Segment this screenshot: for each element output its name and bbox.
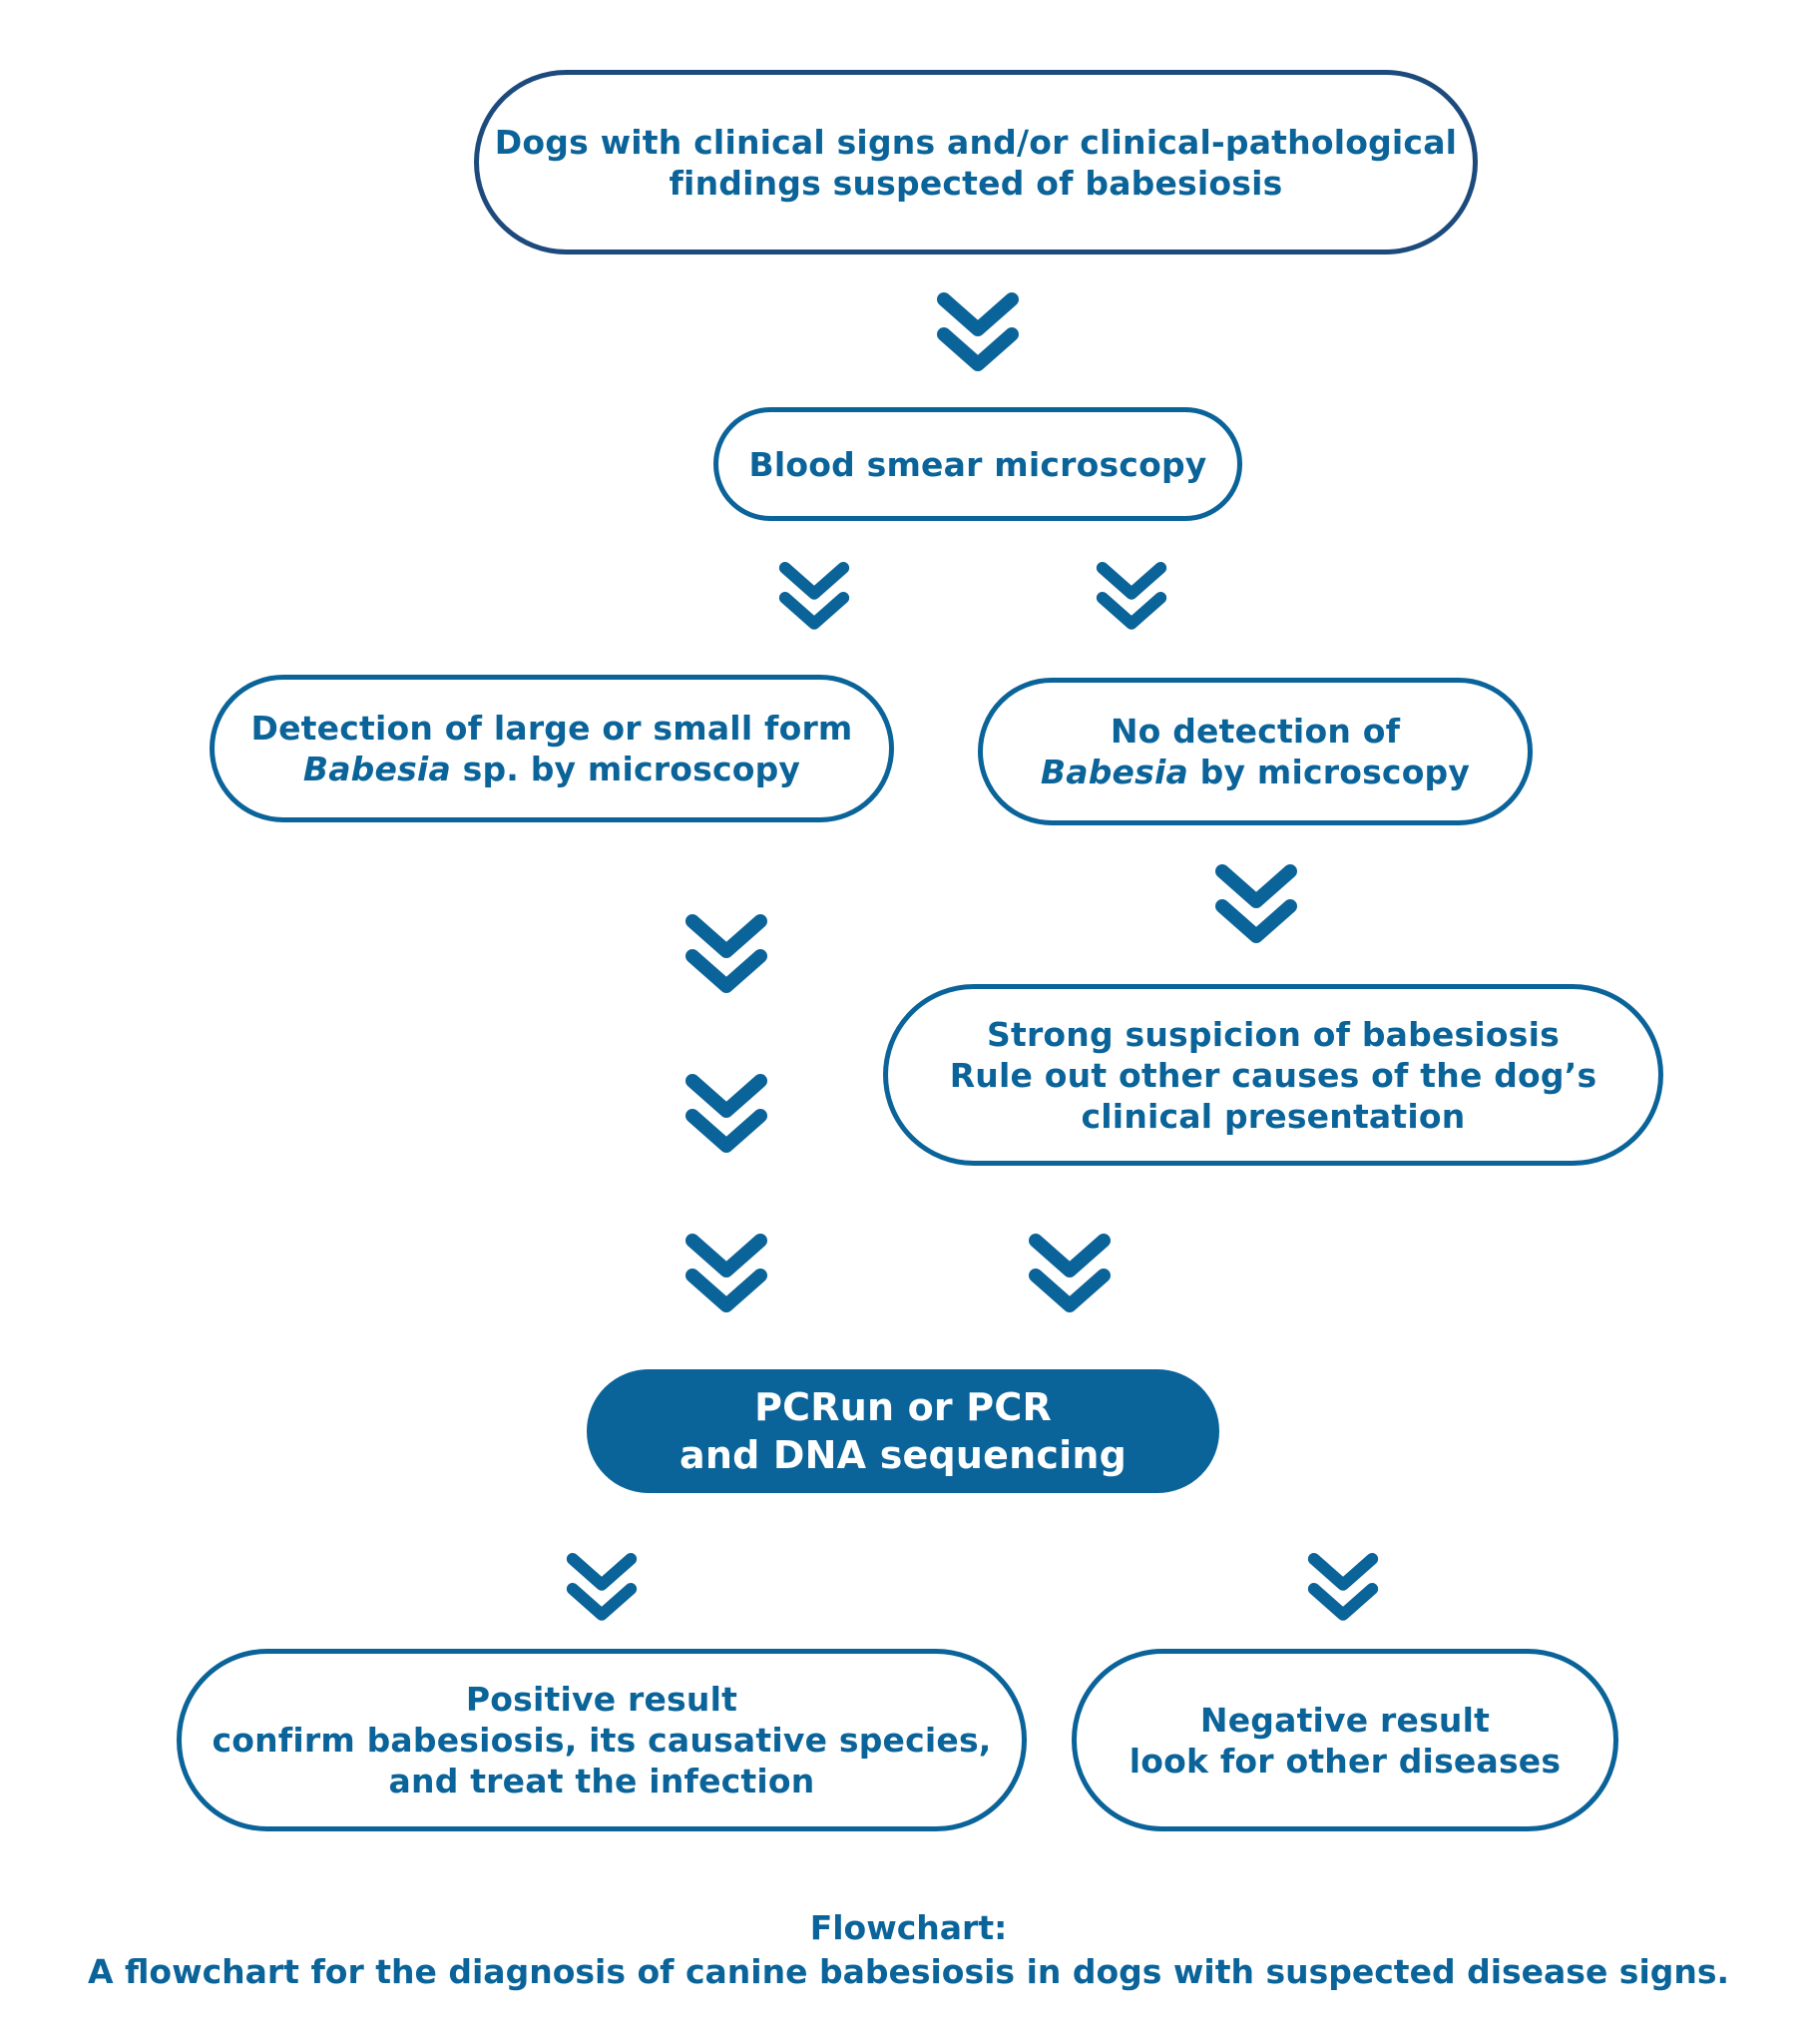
- start-node-line-1: Dogs with clinical signs and/or clinical…: [494, 122, 1458, 162]
- figure-caption: Flowchart: A flowchart for the diagnosis…: [0, 1906, 1817, 1994]
- double-chevron-down-icon: [778, 562, 850, 630]
- no-detection-line-2-rest: by microscopy: [1187, 753, 1471, 791]
- positive-result-line-1: confirm babesiosis, its causative specie…: [212, 1721, 992, 1760]
- start-node-line-2: findings suspected of babesiosis: [669, 163, 1283, 203]
- blood-smear-node: Blood smear microscopy: [713, 407, 1242, 521]
- positive-result-node: Positive result confirm babesiosis, its …: [177, 1649, 1027, 1831]
- double-chevron-down-icon: [937, 292, 1019, 371]
- suspicion-line-1: Strong suspicion of babesiosis: [987, 1014, 1560, 1054]
- double-chevron-down-icon: [685, 914, 767, 993]
- double-chevron-down-icon: [1096, 562, 1167, 630]
- pcr-node: PCRun or PCR and DNA sequencing: [587, 1369, 1219, 1493]
- positive-result-title: Positive result: [465, 1680, 738, 1719]
- negative-result-line-1: look for other diseases: [1129, 1741, 1562, 1781]
- no-detection-line-1: No detection of: [1110, 712, 1401, 751]
- suspicion-node: Strong suspicion of babesiosis Rule out …: [883, 984, 1663, 1166]
- negative-result-node: Negative result look for other diseases: [1072, 1649, 1618, 1831]
- positive-result-line-2: and treat the infection: [388, 1762, 815, 1800]
- double-chevron-down-icon: [1215, 864, 1297, 943]
- negative-result-title: Negative result: [1199, 1700, 1491, 1740]
- double-chevron-down-icon: [1307, 1553, 1379, 1621]
- double-chevron-down-icon: [685, 1234, 767, 1312]
- caption-title: Flowchart:: [809, 1908, 1008, 1947]
- double-chevron-down-icon: [1029, 1234, 1111, 1312]
- babesia-italic: Babesia: [302, 750, 451, 788]
- detection-line-2-rest: sp. by microscopy: [450, 750, 801, 788]
- detection-line-2: Babesia sp. by microscopy: [303, 749, 800, 789]
- pcr-line-1: PCRun or PCR: [754, 1385, 1052, 1429]
- no-detection-line-2: Babesia by microscopy: [1041, 752, 1470, 792]
- no-detection-node: No detection of Babesia by microscopy: [978, 678, 1533, 825]
- double-chevron-down-icon: [685, 1074, 767, 1153]
- start-node: Dogs with clinical signs and/or clinical…: [474, 70, 1478, 255]
- blood-smear-label: Blood smear microscopy: [748, 444, 1207, 484]
- suspicion-line-3: clinical presentation: [1081, 1096, 1466, 1136]
- babesia-italic: Babesia: [1040, 753, 1188, 791]
- caption-text: A flowchart for the diagnosis of canine …: [87, 1952, 1730, 1991]
- detection-node: Detection of large or small form Babesia…: [210, 675, 894, 822]
- suspicion-line-2: Rule out other causes of the dog’s: [949, 1055, 1597, 1095]
- detection-line-1: Detection of large or small form: [250, 709, 853, 748]
- pcr-line-2: and DNA sequencing: [680, 1433, 1127, 1477]
- double-chevron-down-icon: [566, 1553, 638, 1621]
